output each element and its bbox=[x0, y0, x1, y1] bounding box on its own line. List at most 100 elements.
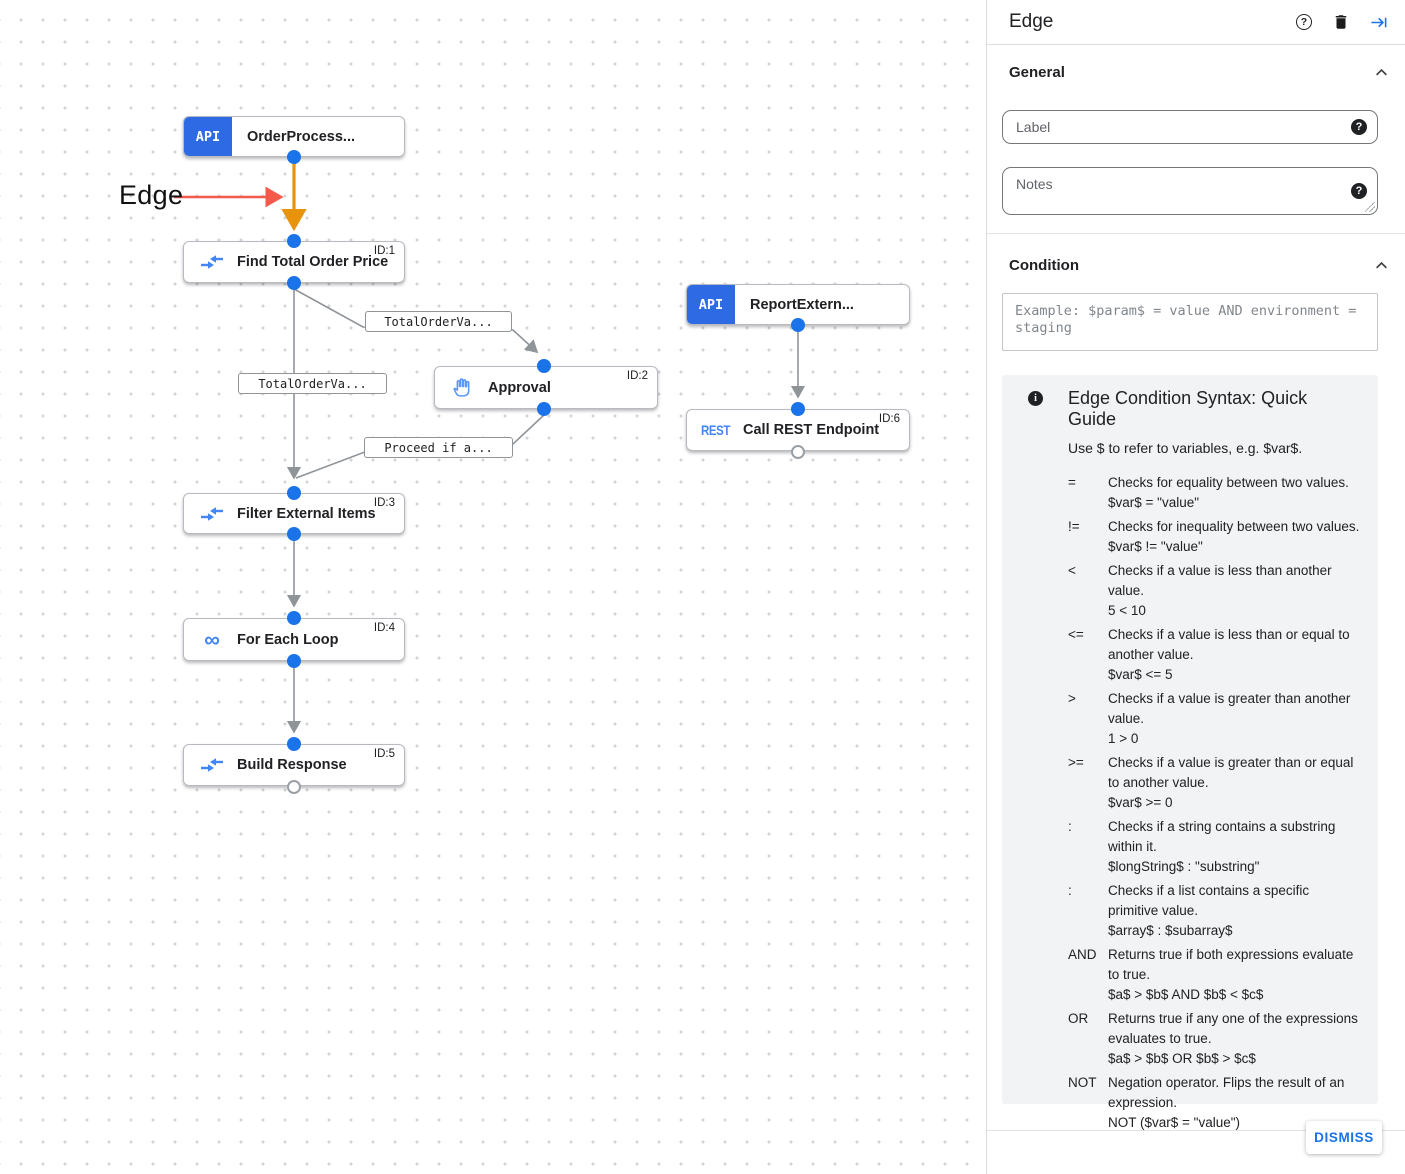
node-label: ReportExtern... bbox=[750, 296, 854, 313]
guide-operator: <= bbox=[1068, 627, 1084, 642]
guide-entry: = Checks for equality between two values.… bbox=[1068, 473, 1360, 513]
guide-entry: : Checks if a list contains a specific pr… bbox=[1068, 881, 1360, 941]
guide-description: Checks for equality between two values. bbox=[1108, 475, 1349, 490]
output-port[interactable] bbox=[287, 150, 301, 164]
guide-title: Edge Condition Syntax: Quick Guide bbox=[1068, 388, 1308, 429]
output-port[interactable] bbox=[287, 527, 301, 541]
panel-title: Edge bbox=[1009, 11, 1054, 32]
node-build-response[interactable]: Build Response ID:5 bbox=[183, 744, 405, 786]
node-id: ID:6 bbox=[878, 413, 900, 425]
guide-example: $a$ > $b$ AND $b$ < $c$ bbox=[1108, 987, 1264, 1002]
node-label: Filter External Items bbox=[237, 505, 376, 522]
notes-help-icon[interactable]: ? bbox=[1351, 183, 1367, 199]
guide-operator: : bbox=[1068, 883, 1072, 898]
label-help-icon[interactable]: ? bbox=[1351, 119, 1367, 135]
data-mapping-icon bbox=[198, 506, 226, 522]
api-trigger-icon: API bbox=[184, 117, 232, 156]
chevron-up-icon[interactable] bbox=[1374, 65, 1389, 80]
input-port[interactable] bbox=[287, 611, 301, 625]
output-port[interactable] bbox=[287, 654, 301, 668]
label-input[interactable] bbox=[1002, 110, 1378, 144]
delete-edge-button[interactable] bbox=[1330, 11, 1352, 33]
guide-description: Checks if a value is less than or equal … bbox=[1108, 627, 1350, 662]
api-trigger-icon: API bbox=[687, 285, 735, 324]
unconnected-output-port[interactable] bbox=[791, 445, 805, 459]
output-port[interactable] bbox=[287, 276, 301, 290]
guide-description: Returns true if both expressions evaluat… bbox=[1108, 947, 1354, 982]
guide-example: $array$ : $subarray$ bbox=[1108, 923, 1233, 938]
guide-example: $var$ != "value" bbox=[1108, 539, 1203, 554]
input-port[interactable] bbox=[791, 402, 805, 416]
guide-operator: AND bbox=[1068, 947, 1097, 962]
guide-entry: >Checks if a value is greater than anoth… bbox=[1068, 689, 1360, 749]
guide-example: $a$ > $b$ OR $b$ > $c$ bbox=[1108, 1051, 1256, 1066]
approval-hand-icon bbox=[449, 377, 477, 399]
guide-example: $var$ = "value" bbox=[1108, 495, 1200, 510]
guide-operator: < bbox=[1068, 563, 1076, 578]
guide-entry: :Checks if a string contains a substring… bbox=[1068, 817, 1360, 877]
general-section-header[interactable]: General bbox=[1009, 64, 1389, 81]
loop-icon: ∞ bbox=[204, 626, 220, 652]
node-label: Find Total Order Price bbox=[237, 254, 389, 270]
guide-entry: AND Returns true if both expressions eval… bbox=[1068, 945, 1360, 1005]
condition-syntax-guide: i Edge Condition Syntax: Quick Guide Use… bbox=[1002, 375, 1378, 1130]
guide-example: NOT ($var$ = "value") bbox=[1108, 1115, 1241, 1130]
node-id: ID:3 bbox=[373, 497, 395, 509]
output-port[interactable] bbox=[791, 318, 805, 332]
input-port[interactable] bbox=[287, 737, 301, 751]
node-call-rest-endpoint[interactable]: REST Call REST Endpoint ID:6 bbox=[686, 409, 910, 451]
notes-input[interactable] bbox=[1002, 167, 1378, 215]
guide-entries: = Checks for equality between two values.… bbox=[1068, 473, 1360, 1133]
node-label: OrderProcess... bbox=[247, 128, 355, 145]
guide-description: Checks for inequality between two values… bbox=[1108, 519, 1360, 534]
collapse-panel-button[interactable] bbox=[1367, 11, 1389, 33]
help-button[interactable]: ? bbox=[1293, 11, 1315, 33]
edge-connectors bbox=[174, 162, 806, 734]
info-icon: i bbox=[1028, 391, 1043, 406]
guide-example: 5 < 10 bbox=[1108, 603, 1146, 618]
condition-section-title: Condition bbox=[1009, 257, 1079, 274]
condition-input[interactable] bbox=[1002, 293, 1378, 351]
data-mapping-icon bbox=[198, 254, 226, 270]
edge-condition-label[interactable]: TotalOrderVa... bbox=[238, 373, 387, 394]
trash-icon bbox=[1335, 15, 1347, 29]
guide-operator: OR bbox=[1068, 1011, 1089, 1026]
workflow-canvas[interactable]: Edge API OrderProcess... Find Total Orde… bbox=[0, 0, 985, 1174]
guide-operator: = bbox=[1068, 475, 1076, 490]
condition-section-header[interactable]: Condition bbox=[1009, 257, 1389, 274]
notes-field-wrapper: ? bbox=[1002, 167, 1378, 215]
edge-condition-label[interactable]: TotalOrderVa... bbox=[365, 311, 512, 332]
data-mapping-icon bbox=[198, 757, 226, 773]
input-port[interactable] bbox=[537, 359, 551, 373]
edge-annotation-label: Edge bbox=[119, 180, 184, 210]
dismiss-button[interactable]: DISMISS bbox=[1306, 1121, 1382, 1154]
node-label: Build Response bbox=[237, 757, 347, 773]
input-port[interactable] bbox=[287, 486, 301, 500]
node-label: Approval bbox=[488, 379, 551, 396]
edge-condition-label[interactable]: Proceed if a... bbox=[364, 437, 513, 458]
node-id: ID:1 bbox=[373, 245, 395, 257]
resize-handle[interactable] bbox=[1365, 202, 1375, 212]
keyboard-tab-icon bbox=[1370, 17, 1386, 27]
unconnected-output-port[interactable] bbox=[287, 780, 301, 794]
rest-task-icon: REST bbox=[701, 422, 730, 438]
guide-description: Checks if a list contains a specific pri… bbox=[1108, 883, 1310, 918]
guide-operator: : bbox=[1068, 819, 1072, 834]
guide-description: Checks if a value is greater than or equ… bbox=[1108, 755, 1354, 790]
condition-field-wrapper bbox=[1002, 293, 1378, 351]
label-field-wrapper: ? bbox=[1002, 110, 1378, 144]
node-id: ID:4 bbox=[373, 622, 395, 634]
guide-entry: >=Checks if a value is greater than or e… bbox=[1068, 753, 1360, 813]
output-port[interactable] bbox=[537, 402, 551, 416]
edge-config-panel: Edge ? General ? ? bbox=[986, 0, 1405, 1174]
guide-entry: != Checks for inequality between two valu… bbox=[1068, 517, 1360, 557]
guide-operator: != bbox=[1068, 519, 1080, 534]
guide-subtitle: Use $ to refer to variables, e.g. $var$. bbox=[1068, 440, 1303, 456]
chevron-up-icon[interactable] bbox=[1374, 258, 1389, 273]
footer-divider bbox=[987, 1130, 1405, 1131]
node-id: ID:2 bbox=[626, 370, 648, 382]
input-port[interactable] bbox=[287, 234, 301, 248]
node-label: Call REST Endpoint bbox=[743, 422, 880, 438]
